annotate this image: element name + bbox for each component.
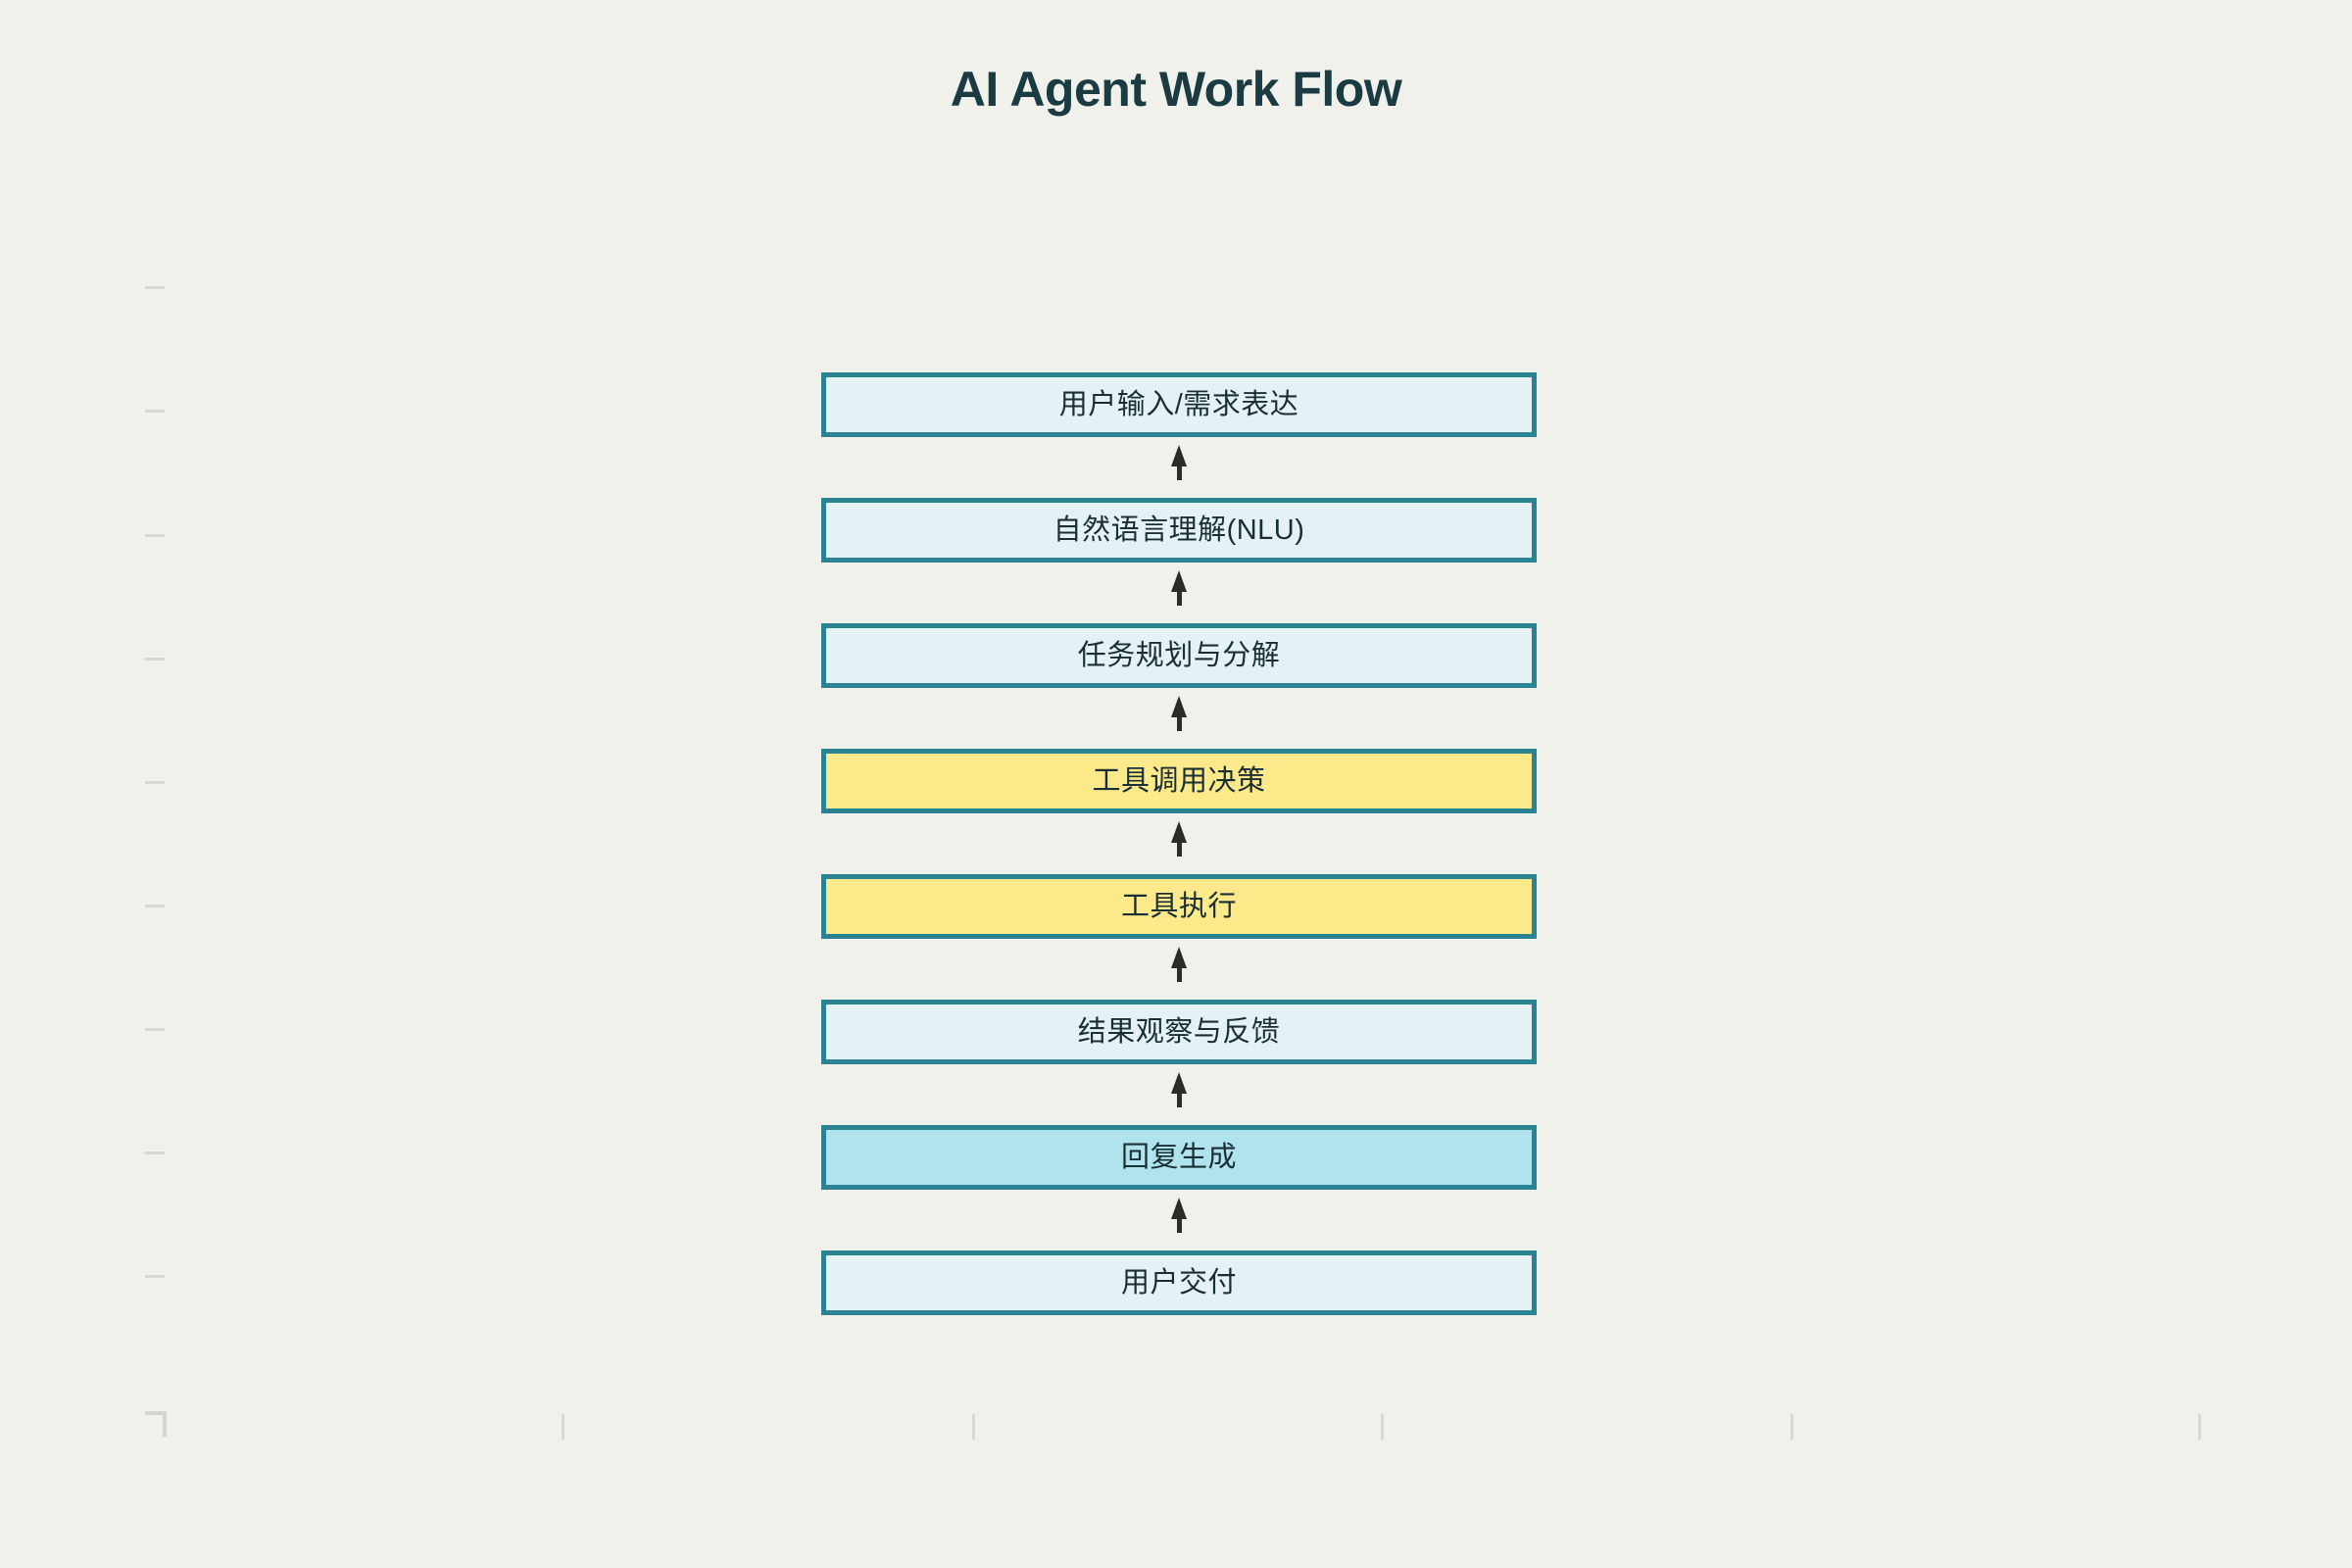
arrow-stem <box>1177 841 1182 857</box>
y-axis-tick <box>145 1028 165 1031</box>
flow-node-label: 回复生成 <box>1120 1141 1237 1173</box>
flow-arrow-up <box>1171 570 1187 606</box>
flow-arrow-up <box>1171 696 1187 731</box>
y-axis-tick <box>145 410 165 413</box>
x-axis-tick <box>2198 1414 2201 1440</box>
flow-node-result-observation[interactable]: 结果观察与反馈 <box>821 1000 1537 1064</box>
arrow-stem <box>1177 1217 1182 1233</box>
y-axis-tick <box>145 781 165 784</box>
arrow-head-icon <box>1171 821 1187 843</box>
arrow-head-icon <box>1171 947 1187 968</box>
y-axis-tick <box>145 286 165 289</box>
flow-arrow-up <box>1171 1198 1187 1233</box>
arrow-stem <box>1177 590 1182 606</box>
arrow-head-icon <box>1171 696 1187 717</box>
arrow-head-icon <box>1171 1198 1187 1219</box>
y-axis-tick <box>145 1152 165 1154</box>
flow-node-label: 任务规划与分解 <box>1077 639 1281 671</box>
y-axis-tick <box>145 658 165 661</box>
flow-node-user-delivery[interactable]: 用户交付 <box>821 1250 1537 1315</box>
y-axis-tick <box>145 534 165 537</box>
flow-node-tool-decision[interactable]: 工具调用决策 <box>821 749 1537 813</box>
flow-arrow-up <box>1171 445 1187 480</box>
flow-node-response-generation[interactable]: 回复生成 <box>821 1125 1537 1190</box>
y-axis-tick <box>145 905 165 907</box>
x-axis-tick <box>562 1414 564 1440</box>
flow-node-nlu[interactable]: 自然语言理解(NLU) <box>821 498 1537 563</box>
flow-arrow-up <box>1171 821 1187 857</box>
flow-node-user-input[interactable]: 用户输入/需求表达 <box>821 372 1537 437</box>
page-title: AI Agent Work Flow <box>950 62 1402 117</box>
axis-origin-corner <box>145 1411 167 1415</box>
x-axis-tick <box>972 1414 975 1440</box>
arrow-head-icon <box>1171 445 1187 466</box>
flow-node-label: 结果观察与反馈 <box>1077 1015 1281 1048</box>
arrow-stem <box>1177 465 1182 480</box>
flow-node-label: 工具调用决策 <box>1092 764 1266 797</box>
arrow-stem <box>1177 715 1182 731</box>
flow-node-tool-execution[interactable]: 工具执行 <box>821 874 1537 939</box>
axis-origin-corner <box>163 1415 167 1437</box>
x-axis-tick <box>1381 1414 1384 1440</box>
x-axis-tick <box>1790 1414 1793 1440</box>
flow-arrow-up <box>1171 947 1187 982</box>
flow-node-label: 用户输入/需求表达 <box>1058 388 1299 420</box>
arrow-head-icon <box>1171 570 1187 592</box>
flow-node-task-planning[interactable]: 任务规划与分解 <box>821 623 1537 688</box>
arrow-stem <box>1177 1092 1182 1107</box>
arrow-head-icon <box>1171 1072 1187 1094</box>
y-axis-tick <box>145 1275 165 1278</box>
flow-node-label: 用户交付 <box>1120 1266 1237 1298</box>
arrow-stem <box>1177 966 1182 982</box>
flow-node-label: 自然语言理解(NLU) <box>1053 514 1305 546</box>
flow-arrow-up <box>1171 1072 1187 1107</box>
flow-node-label: 工具执行 <box>1120 890 1237 922</box>
